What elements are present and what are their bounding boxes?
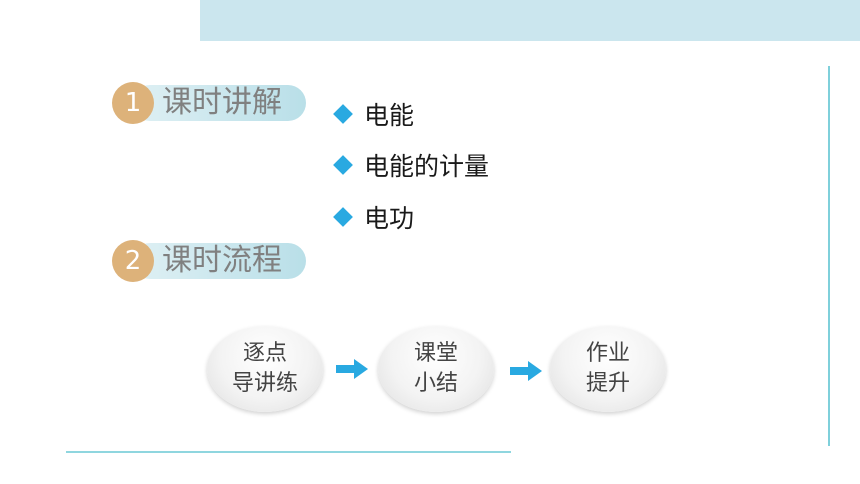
flow-step-line: 作业 xyxy=(585,341,630,366)
flow-step-line: 提升 xyxy=(585,371,630,396)
flow-step-line: 课堂 xyxy=(413,341,458,366)
flow-step-line: 导讲练 xyxy=(231,371,298,396)
topic-item: 电功 xyxy=(332,199,414,235)
topic-label: 电能 xyxy=(364,101,415,130)
section-heading-lesson-flow: 2 课时流程 xyxy=(112,240,306,282)
flow-step-summary[interactable]: 课堂 小结 xyxy=(378,326,494,412)
flow-step-line: 小结 xyxy=(413,371,458,396)
right-arrow-icon xyxy=(510,361,542,381)
topic-label: 电功 xyxy=(364,204,415,233)
flow-step-line: 逐点 xyxy=(242,341,287,366)
topic-label: 电能的计量 xyxy=(364,152,490,181)
header-band xyxy=(200,0,860,41)
diamond-bullet-icon xyxy=(333,207,353,227)
right-arrow-icon xyxy=(336,359,368,379)
section-title: 课时流程 xyxy=(162,243,282,278)
section-pill-background xyxy=(132,85,306,121)
flow-step-point-by-point[interactable]: 逐点 导讲练 xyxy=(207,326,323,412)
topic-item: 电能 xyxy=(332,96,414,132)
section-pill-background xyxy=(132,243,306,279)
section-heading-lesson-explanation: 1 课时讲解 xyxy=(112,82,306,124)
bottom-divider xyxy=(66,451,511,453)
topic-item: 电能的计量 xyxy=(332,147,489,183)
flow-step-homework[interactable]: 作业 提升 xyxy=(550,326,666,412)
section-number-badge: 1 xyxy=(112,82,154,124)
section-number-badge: 2 xyxy=(112,240,154,282)
right-divider xyxy=(828,66,830,446)
diamond-bullet-icon xyxy=(333,104,353,124)
section-title: 课时讲解 xyxy=(162,85,282,120)
diamond-bullet-icon xyxy=(333,155,353,175)
